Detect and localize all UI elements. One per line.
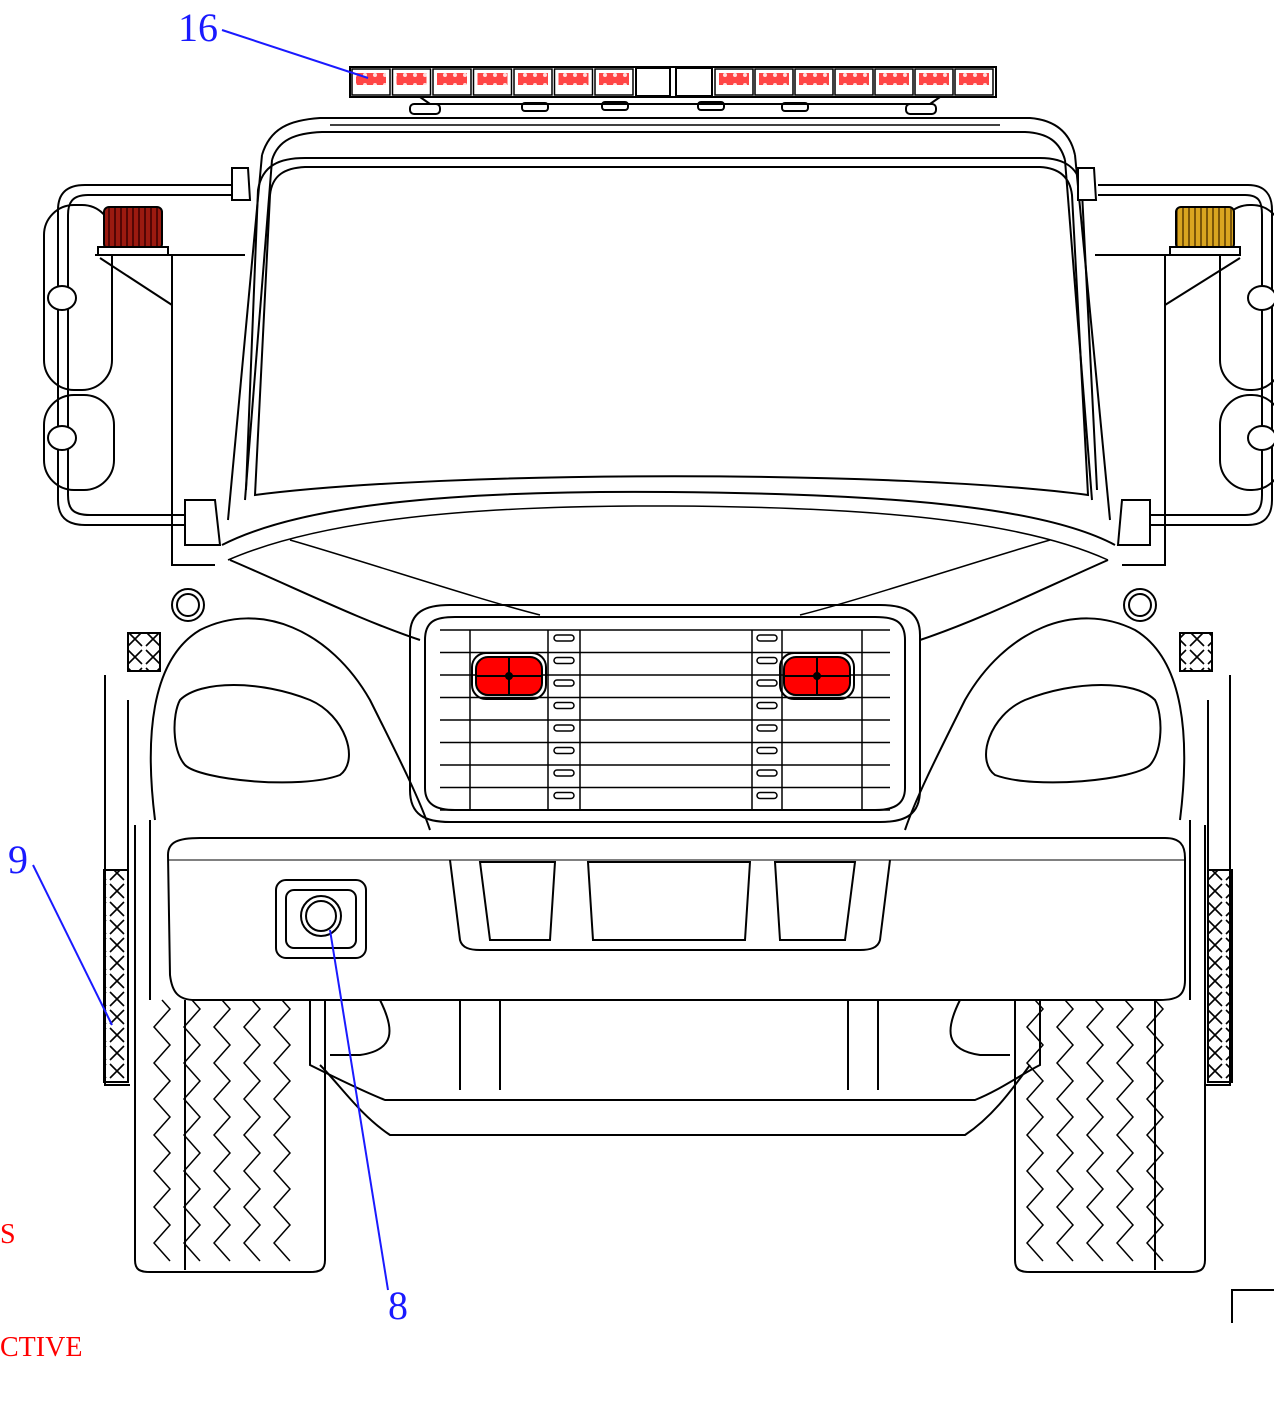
red-note-line-1: S [0,1218,16,1250]
callout-16: 16 [178,5,218,50]
grille-red-light-right [779,652,855,700]
undercarriage [309,999,1041,1136]
bumper [166,837,1186,1001]
grille-red-light-left [471,652,547,700]
leader-16 [221,29,369,79]
left-fender [104,617,431,1086]
left-mirror [43,167,252,546]
leader-9 [32,864,113,1026]
leader-8 [329,929,389,1291]
red-beacon-icon [103,206,163,250]
lightbar [349,66,997,115]
truck-front-diagram: 16 9 8 S CTIVE [0,5,1274,1363]
grille [409,604,921,823]
left-wheels [134,820,326,1273]
right-side-reflector [1207,869,1233,1083]
amber-beacon-icon [1175,206,1235,250]
left-side-reflector [103,869,129,1083]
red-note-line-2: CTIVE [0,1331,83,1363]
callout-leaders [32,29,389,1291]
right-wheels [1014,820,1206,1273]
red-note: S CTIVE [0,1140,82,1405]
right-mirror [1077,167,1274,546]
callout-8: 8 [388,1283,408,1328]
cab [95,117,1241,641]
truck-drawing [32,29,1274,1323]
callout-9: 9 [8,837,28,882]
